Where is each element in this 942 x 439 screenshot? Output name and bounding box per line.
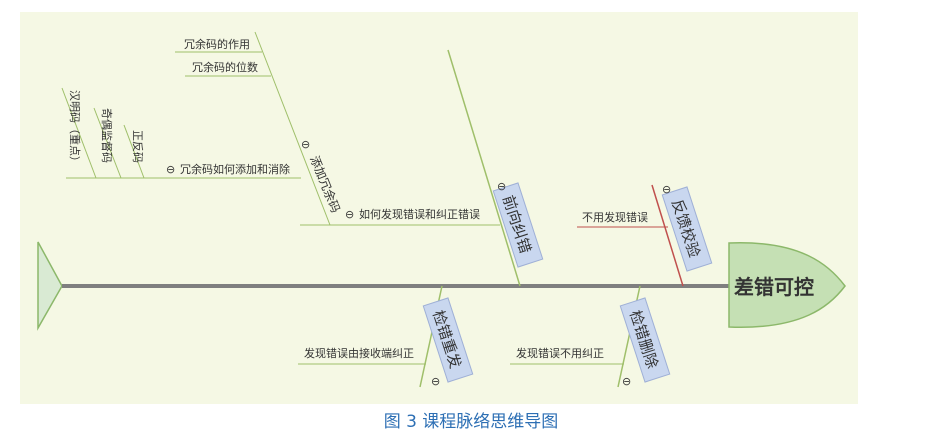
retransmit-item-label: 发现错误由接收端纠正 — [304, 346, 414, 360]
expand-icon[interactable]: ⊖ — [662, 183, 671, 196]
redundancy-count-label: 冗余码的位数 — [192, 60, 258, 74]
hamming-line — [61, 87, 97, 179]
retransmit-branch-box[interactable]: 检错重发 — [422, 297, 474, 383]
feedback-branch-line — [651, 184, 684, 287]
add-redundancy-label: 添加冗余码 — [307, 154, 343, 215]
expand-icon[interactable]: ⊖ — [622, 375, 631, 388]
expand-icon[interactable]: ⊖ — [345, 208, 354, 221]
discard-item-label: 发现错误不用纠正 — [516, 346, 604, 360]
hamming-label: 汉明码（重点） — [68, 90, 82, 167]
detect-correct-label: 如何发现错误和纠正错误 — [359, 207, 480, 221]
expand-icon[interactable]: ⊖ — [497, 180, 506, 193]
expand-icon[interactable]: ⊖ — [431, 375, 440, 388]
expand-icon[interactable]: ⊖ — [166, 163, 175, 176]
constant-ratio-line — [123, 124, 145, 179]
feedback-branch-box[interactable]: 反馈校验 — [661, 186, 713, 272]
forward-branch-line — [447, 49, 521, 287]
main-topic: 差错可控 — [734, 275, 814, 299]
redundancy-role-label: 冗余码的作用 — [184, 37, 250, 51]
how-add-remove-label: 冗余码如何添加和消除 — [180, 162, 290, 176]
parity-label: 奇偶监督码 — [100, 108, 114, 163]
parity-line — [93, 107, 122, 179]
fish-head — [728, 242, 846, 328]
constant-ratio-label: 正反码 — [131, 130, 144, 163]
feedback-item-label: 不用发现错误 — [582, 210, 648, 224]
add-redundancy-line — [254, 31, 331, 226]
expand-icon[interactable]: ⊖ — [301, 138, 310, 151]
figure-caption: 图 3 课程脉络思维导图 — [383, 412, 559, 432]
fish-tail — [37, 241, 63, 331]
